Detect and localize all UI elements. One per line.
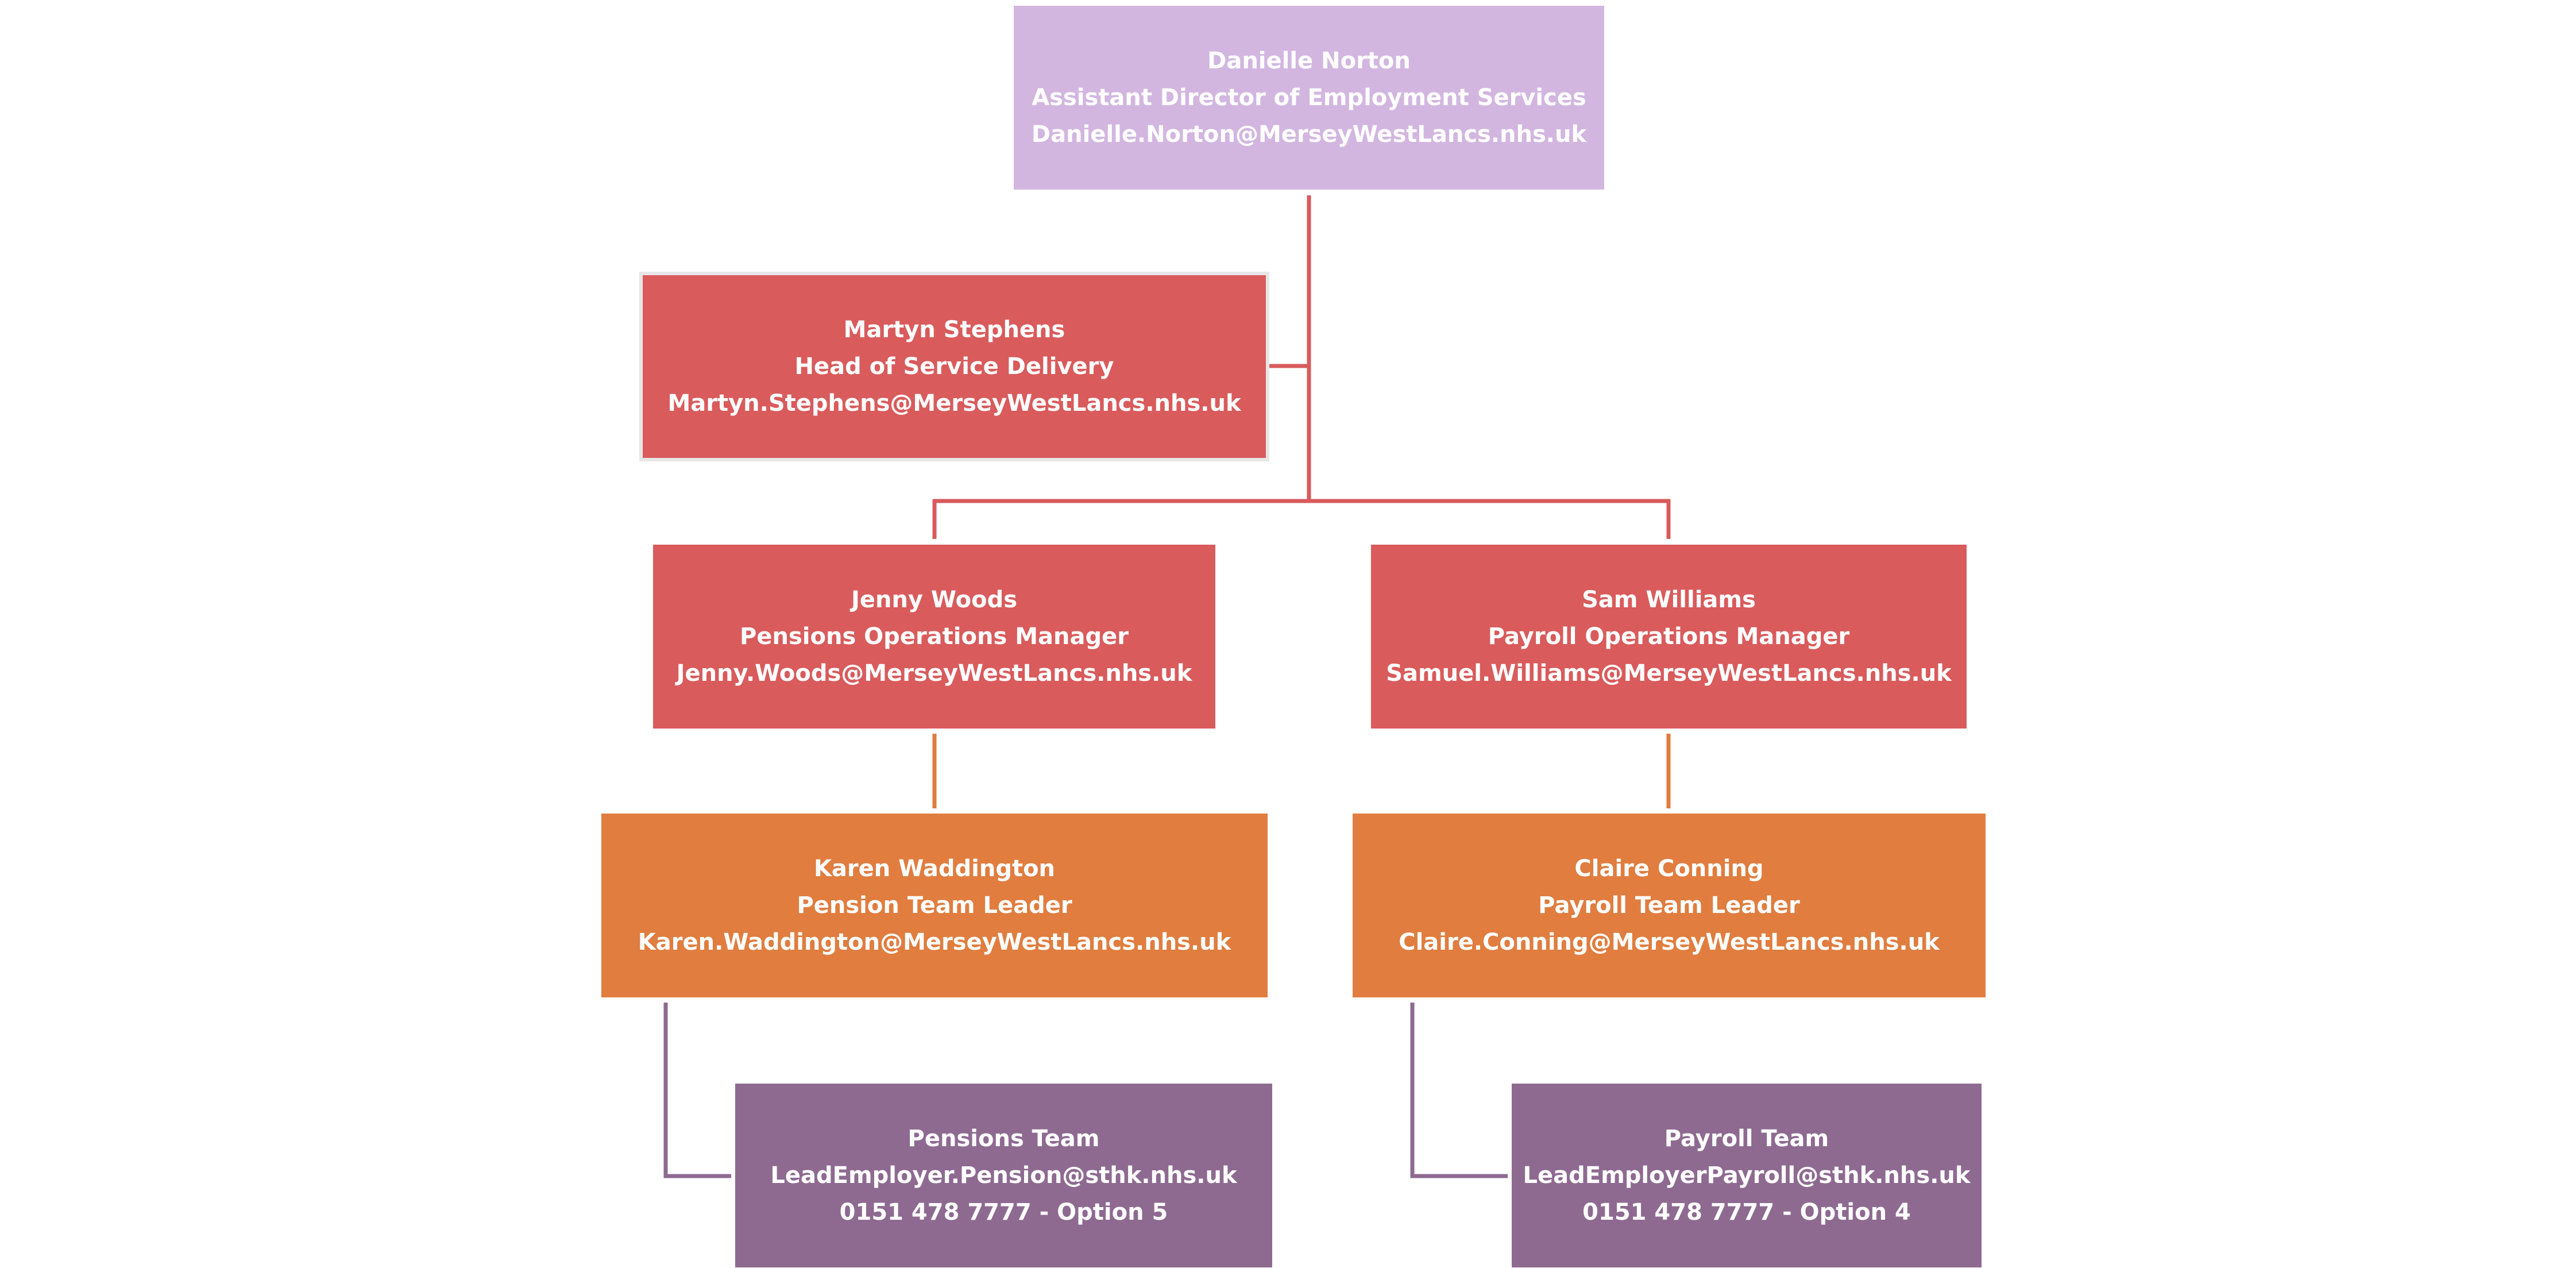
org-box-payroll-team: Payroll Team LeadEmployerPayroll@sthk.nh… [1512,1084,1982,1267]
person-email: Claire.Conning@MerseyWestLancs.nhs.uk [1399,929,1940,955]
org-box-pensions-team: Pensions Team LeadEmployer.Pension@sthk.… [735,1084,1272,1267]
team-email: LeadEmployer.Pension@sthk.nhs.uk [770,1162,1237,1189]
org-box-assistant-director: Danielle Norton Assistant Director of Em… [1014,6,1604,190]
team-name: Payroll Team [1664,1126,1829,1152]
team-phone: 0151 478 7777 - Option 5 [839,1199,1168,1225]
org-box-head-of-service: Martyn Stephens Head of Service Delivery… [639,272,1269,461]
person-name: Martyn Stephens [843,317,1065,343]
person-name: Jenny Woods [851,587,1018,613]
person-title: Pensions Operations Manager [740,623,1129,650]
person-title: Payroll Operations Manager [1488,623,1850,650]
team-name: Pensions Team [907,1126,1100,1152]
person-name: Sam Williams [1582,587,1756,613]
team-phone: 0151 478 7777 - Option 4 [1582,1199,1911,1225]
person-email: Jenny.Woods@MerseyWestLancs.nhs.uk [676,660,1192,687]
person-name: Claire Conning [1574,855,1764,882]
person-title: Assistant Director of Employment Service… [1032,84,1586,111]
org-box-payroll-team-leader: Claire Conning Payroll Team Leader Clair… [1353,814,1986,997]
person-title: Head of Service Delivery [794,353,1114,380]
person-email: Samuel.Williams@MerseyWestLancs.nhs.uk [1386,660,1952,687]
connector-payroll-team [1410,1003,1508,1178]
person-name: Karen Waddington [813,855,1056,882]
person-email: Martyn.Stephens@MerseyWestLancs.nhs.uk [667,390,1241,417]
person-email: Karen.Waddington@MerseyWestLancs.nhs.uk [638,929,1231,955]
org-box-pensions-operations-manager: Jenny Woods Pensions Operations Manager … [653,545,1215,729]
org-box-pension-team-leader: Karen Waddington Pension Team Leader Kar… [601,814,1268,997]
org-box-payroll-operations-manager: Sam Williams Payroll Operations Manager … [1371,545,1967,729]
connector-pensions-team [663,1003,731,1178]
person-title: Payroll Team Leader [1538,892,1800,919]
person-name: Danielle Norton [1207,48,1411,74]
team-email: LeadEmployerPayroll@sthk.nhs.uk [1523,1162,1971,1189]
person-title: Pension Team Leader [797,892,1072,919]
person-email: Danielle.Norton@MerseyWestLancs.nhs.uk [1031,121,1587,148]
